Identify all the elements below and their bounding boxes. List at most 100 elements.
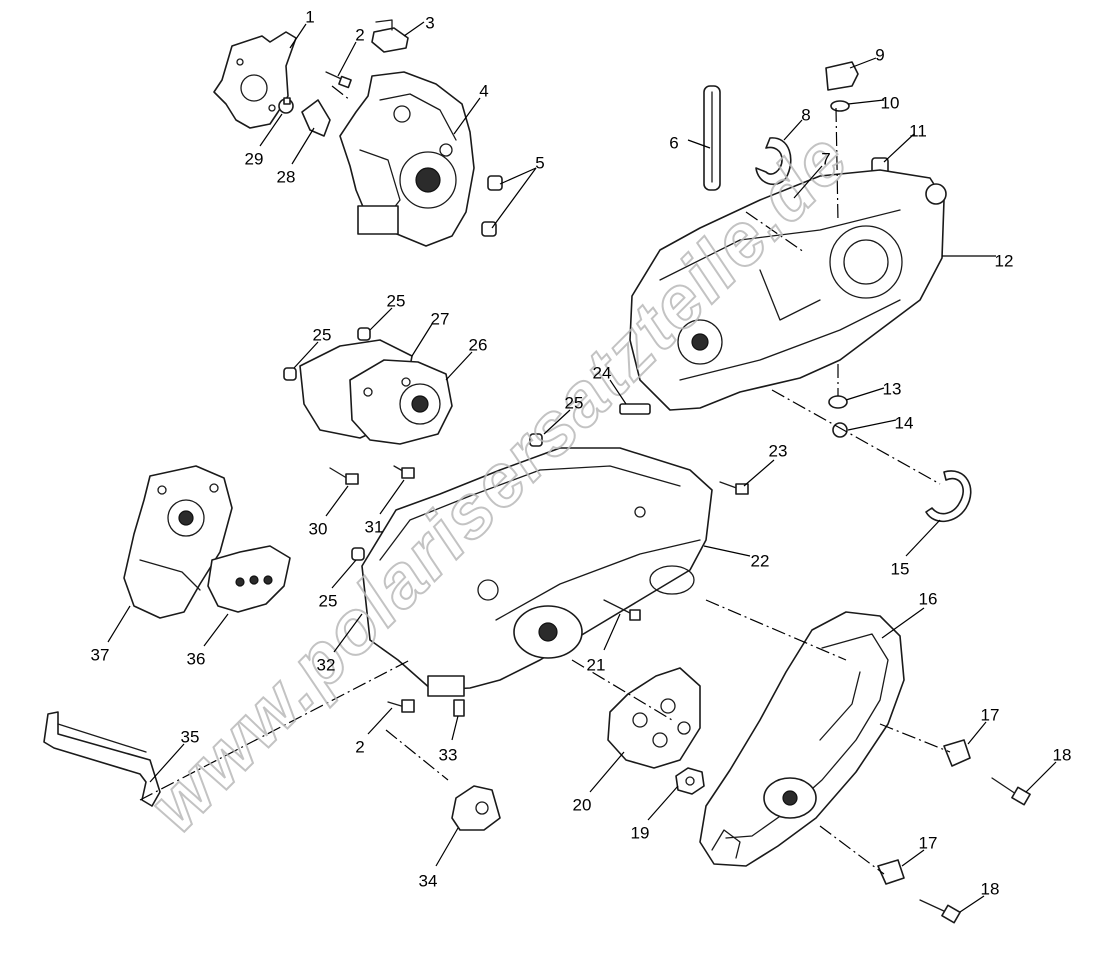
outer-clutch-cover-part: [699, 611, 905, 867]
callout-9: 9: [849, 45, 885, 69]
callout-number: 13: [883, 379, 902, 398]
leader-line: [203, 613, 229, 647]
dowel-pin-part: [481, 175, 503, 237]
leader-line: [491, 167, 537, 229]
leader-line: [149, 743, 185, 783]
callout-32: 32: [317, 613, 363, 674]
bracket-plate-part: [607, 667, 701, 769]
callout-33: 33: [439, 715, 459, 764]
callout-number: 31: [365, 517, 384, 536]
callout-21: 21: [587, 613, 621, 674]
leader-line: [783, 119, 803, 141]
leader-line: [793, 165, 823, 199]
callout-17-2: 17: [901, 833, 937, 867]
callout-number: 17: [981, 705, 1000, 724]
chain-guide-part: [703, 85, 721, 191]
callout-number: 4: [479, 81, 488, 100]
callout-number: 36: [187, 649, 206, 668]
leader-line: [107, 605, 131, 643]
callout-number: 23: [769, 441, 788, 460]
callout-number: 11: [909, 121, 927, 140]
callout-number: 18: [1053, 745, 1072, 764]
callout-number: 16: [919, 589, 938, 608]
leader-line: [367, 707, 393, 735]
plate-part-36: [207, 545, 291, 613]
callout-12: 12: [942, 251, 1013, 270]
leader-line: [845, 387, 885, 401]
leader-line: [499, 167, 537, 185]
leader-line: [847, 99, 885, 105]
leader-line: [451, 715, 459, 741]
callout-35: 35: [149, 727, 200, 783]
bolt-part-23: [719, 481, 749, 495]
assembly-phantom-lines: [139, 85, 951, 875]
leader-line: [333, 613, 363, 653]
callout-36: 36: [187, 613, 229, 668]
leader-line: [453, 97, 481, 135]
leader-line: [411, 323, 433, 357]
callout-20: 20: [573, 751, 625, 814]
callout-number: 22: [751, 551, 770, 570]
leader-line: [847, 419, 897, 431]
bracket-part-34: [451, 785, 501, 831]
callout-8: 8: [783, 105, 811, 141]
callout-number: 25: [319, 591, 338, 610]
snap-ring-part: [925, 470, 972, 523]
callout-number: 15: [891, 559, 910, 578]
callout-number: 35: [181, 727, 200, 746]
callout-number: 28: [277, 167, 296, 186]
callout-25-2: 25: [293, 325, 331, 369]
callout-number: 3: [425, 13, 434, 32]
callout-number: 5: [535, 153, 544, 172]
callout-number: 8: [801, 105, 810, 124]
callout-2: 2: [337, 25, 365, 77]
leader-line: [905, 519, 941, 557]
leader-line: [609, 379, 627, 405]
leader-line: [1025, 761, 1057, 793]
dowel-part-25: [283, 327, 543, 561]
callout-number: 19: [631, 823, 650, 842]
callout-number: 9: [875, 45, 884, 64]
bolt-part-upper: [325, 71, 352, 89]
callout-layer: 1234567891011121314151617181718192021222…: [91, 7, 1072, 913]
callout-37: 37: [91, 605, 131, 664]
drain-plug-part: [825, 61, 859, 112]
callout-22: 22: [703, 545, 770, 570]
callout-30: 30: [309, 485, 349, 538]
leader-line: [291, 127, 315, 165]
leader-line: [403, 21, 425, 37]
callout-number: 21: [587, 655, 606, 674]
circlip-part: [755, 137, 792, 186]
callout-1: 1: [289, 7, 315, 49]
stud-bolt-part-21: [603, 599, 641, 621]
callout-number: 37: [91, 645, 110, 664]
leader-line: [967, 721, 987, 745]
callout-18-2: 18: [959, 879, 999, 913]
callout-13: 13: [845, 379, 902, 401]
left-crankcase-part: [629, 169, 947, 411]
leader-line: [881, 607, 925, 639]
leader-line: [687, 139, 711, 149]
inner-clutch-cover-part: [361, 447, 713, 697]
callout-number: 12: [995, 251, 1014, 270]
leader-line: [603, 613, 621, 651]
leader-line: [543, 409, 571, 435]
callout-number: 2: [355, 737, 364, 756]
leader-line: [337, 41, 357, 77]
callout-25-4: 25: [319, 559, 357, 610]
callout-19: 19: [631, 785, 679, 842]
callout-26: 26: [445, 335, 487, 381]
callout-27: 27: [411, 309, 449, 357]
leader-line: [883, 133, 915, 163]
leader-line: [901, 849, 925, 867]
pump-cover-part: [299, 339, 453, 445]
callout-17: 17: [967, 705, 1000, 745]
leader-line: [331, 559, 357, 589]
leader-line: [435, 827, 459, 867]
callout-number: 32: [317, 655, 336, 674]
callout-5: 5: [491, 153, 545, 229]
right-crankcase-part: [339, 71, 475, 247]
bolt-part-30-31: [329, 465, 415, 485]
leader-line: [293, 341, 319, 369]
